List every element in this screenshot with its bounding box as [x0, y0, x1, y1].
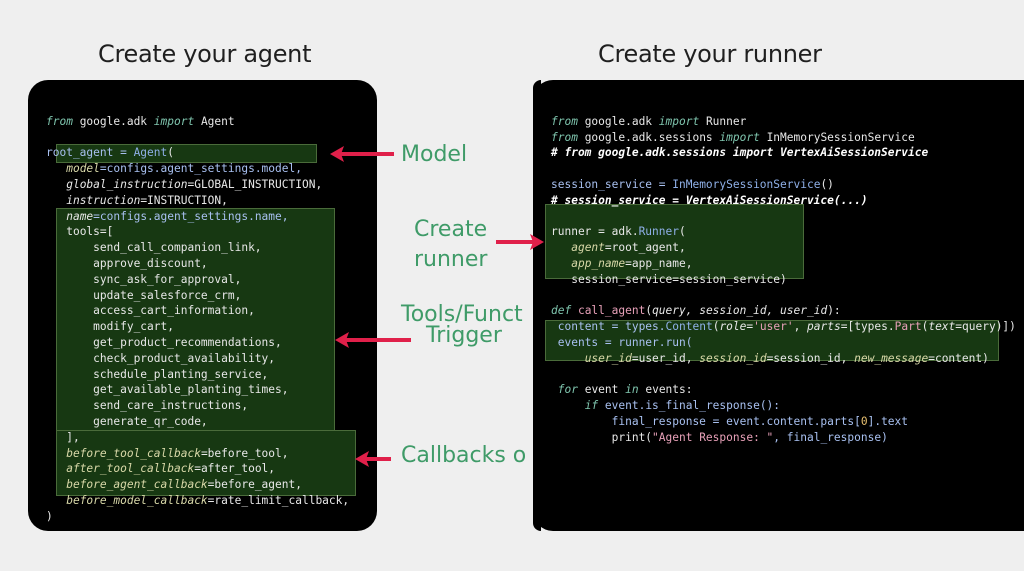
tools-highlight: [56, 208, 335, 432]
label-create-runner-line2: runner: [414, 247, 488, 272]
label-callbacks: Callbacks o: [401, 443, 527, 468]
runner-panel-edge: [533, 80, 541, 531]
label-tools-line2: Trigger: [426, 323, 502, 348]
arrow-tools-icon: [335, 332, 411, 348]
arrow-callbacks-icon: [355, 451, 391, 467]
runner-highlight: [545, 204, 804, 279]
model-highlight: [56, 144, 317, 163]
label-tools-line1: Tools/Funct: [401, 302, 523, 327]
label-model: Model: [401, 142, 468, 167]
arrow-model-icon: [330, 146, 394, 162]
title-create-agent: Create your agent: [98, 40, 312, 68]
callbacks-highlight: [56, 430, 356, 496]
title-create-runner: Create your runner: [598, 40, 822, 68]
events-highlight: [545, 320, 999, 361]
arrow-create-runner-icon: [496, 234, 544, 250]
label-create-runner-line1: Create: [414, 217, 488, 242]
